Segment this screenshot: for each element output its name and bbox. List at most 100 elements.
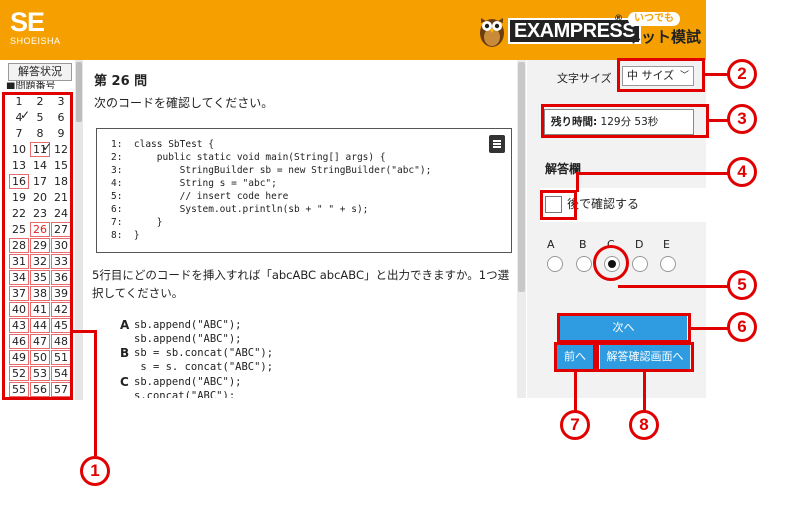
question-prompt: 5行目にどのコードを挿入すれば「abcABC abcABC」と出力できますか。1… xyxy=(92,268,510,300)
question-number-8[interactable]: 8 xyxy=(36,127,44,140)
annotation-box-1 xyxy=(2,92,73,400)
question-number-19[interactable]: 19 xyxy=(12,191,26,204)
question-number-29[interactable]: 29 xyxy=(30,238,50,253)
next-button[interactable]: 次へ xyxy=(560,316,687,340)
question-number-12[interactable]: 12 xyxy=(54,143,68,156)
brand-tagline: いつでも xyxy=(628,12,680,26)
question-number-28[interactable]: 28 xyxy=(9,238,29,253)
annotation-badge-1: 1 xyxy=(80,456,110,486)
question-number-5[interactable]: 5 xyxy=(36,111,44,124)
question-number-3[interactable]: 3 xyxy=(57,95,65,108)
question-number-21[interactable]: 21 xyxy=(54,191,68,204)
timer-label: 残り時間: xyxy=(551,116,598,128)
question-number-20[interactable]: 20 xyxy=(33,191,47,204)
choice-code-line: sb.append("ABC"); xyxy=(134,333,242,345)
annotation-connector-3 xyxy=(708,119,728,122)
question-number-46[interactable]: 46 xyxy=(9,334,29,349)
question-number-38[interactable]: 38 xyxy=(30,286,50,301)
question-number-56[interactable]: 56 xyxy=(30,382,50,397)
question-number-22[interactable]: 22 xyxy=(12,207,26,220)
choice-letter: B xyxy=(120,346,130,360)
question-number-25[interactable]: 25 xyxy=(12,223,26,236)
question-number-31[interactable]: 31 xyxy=(9,254,29,269)
annotation-box-3 xyxy=(541,104,709,138)
review-later-row xyxy=(540,188,706,222)
annotation-badge-2: 2 xyxy=(727,59,757,89)
review-later-label: 後で確認する xyxy=(567,197,640,211)
question-number-49[interactable]: 49 xyxy=(9,350,29,365)
code-line: 3: StringBuilder sb = new StringBuilder(… xyxy=(111,165,432,176)
question-number-2[interactable]: 2 xyxy=(36,95,44,108)
question-number-1[interactable]: 1 xyxy=(15,95,23,108)
brand-name: EXAMPRESS xyxy=(508,18,642,44)
option-letter: D xyxy=(635,238,644,251)
code-line: 1: class SbTest { xyxy=(111,139,214,150)
choice-letter: A xyxy=(120,318,130,332)
question-number-23[interactable]: 23 xyxy=(33,207,47,220)
question-number-47[interactable]: 47 xyxy=(30,334,50,349)
question-number-35[interactable]: 35 xyxy=(30,270,50,285)
option-letter: C xyxy=(607,238,615,251)
question-scroll-thumb[interactable] xyxy=(518,62,525,292)
document-icon[interactable] xyxy=(489,135,505,153)
annotation-connector-6 xyxy=(690,327,728,330)
question-number-24[interactable]: 24 xyxy=(54,207,68,220)
font-size-value: 中 サイズ xyxy=(627,69,675,82)
question-number-15[interactable]: 15 xyxy=(54,159,68,172)
choice-code-line: sb = sb.concat("ABC"); xyxy=(134,347,274,359)
code-line: 5: // insert code here xyxy=(111,191,289,202)
annotation-badge-3: 3 xyxy=(727,104,757,134)
question-number-43[interactable]: 43 xyxy=(9,318,29,333)
question-title: 第 26 問 xyxy=(94,74,148,89)
question-number-34[interactable]: 34 xyxy=(9,270,29,285)
remaining-time: 残り時間: 129分 53秒 xyxy=(544,109,694,135)
question-number-13[interactable]: 13 xyxy=(12,159,26,172)
question-number-10[interactable]: 10 xyxy=(12,143,26,156)
annotation-badge-4: 4 xyxy=(727,157,757,187)
question-pane: 第 26 問 次のコードを確認してください。 1: class SbTest {… xyxy=(90,60,517,398)
brand-logo: EXAMPRESS ® いつでも ネット模試 xyxy=(478,10,703,50)
question-sidebar: 解答状況 ■問題番号 12345678910111213141516171819… xyxy=(4,60,83,400)
question-number-53[interactable]: 53 xyxy=(30,366,50,381)
option-radio-a[interactable] xyxy=(547,256,563,272)
question-number-41[interactable]: 41 xyxy=(30,302,50,317)
logo-main-text: SE xyxy=(10,7,45,37)
question-number-37[interactable]: 37 xyxy=(9,286,29,301)
font-size-select[interactable]: 中 サイズ ﹀ xyxy=(622,66,694,86)
question-number-52[interactable]: 52 xyxy=(9,366,29,381)
review-later-checkbox[interactable] xyxy=(545,196,562,213)
question-number-40[interactable]: 40 xyxy=(9,302,29,317)
sidebar-scroll-thumb[interactable] xyxy=(76,62,82,122)
annotation-connector-1 xyxy=(94,330,97,456)
sidebar-scrollbar[interactable] xyxy=(75,60,83,400)
question-number-18[interactable]: 18 xyxy=(54,175,68,188)
option-radio-b[interactable] xyxy=(576,256,592,272)
prev-button[interactable]: 前へ xyxy=(557,345,593,369)
question-number-11[interactable]: 11 xyxy=(30,141,52,157)
answer-status-button[interactable]: 解答状況 xyxy=(8,63,72,81)
question-number-4[interactable]: 4 xyxy=(9,108,31,125)
annotation-box-6 xyxy=(557,313,691,343)
option-radio-d[interactable] xyxy=(632,256,648,272)
question-number-6[interactable]: 6 xyxy=(57,111,65,124)
question-number-32[interactable]: 32 xyxy=(30,254,50,269)
code-line: 2: public static void main(String[] args… xyxy=(111,152,386,163)
question-number-16[interactable]: 16 xyxy=(9,174,29,189)
question-number-44[interactable]: 44 xyxy=(30,318,50,333)
question-number-50[interactable]: 50 xyxy=(30,350,50,365)
answer-review-button[interactable]: 解答確認画面へ xyxy=(600,345,690,369)
question-number-9[interactable]: 9 xyxy=(57,127,65,140)
question-number-label: ■問題番号 xyxy=(6,81,56,89)
annotation-badge-8: 8 xyxy=(629,410,659,440)
question-number-17[interactable]: 17 xyxy=(33,175,47,188)
choice-code-line: s = s. concat("ABC"); xyxy=(134,361,274,373)
question-number-14[interactable]: 14 xyxy=(33,159,47,172)
question-number-55[interactable]: 55 xyxy=(9,382,29,397)
option-letter: E xyxy=(663,238,670,251)
question-number-7[interactable]: 7 xyxy=(15,127,23,140)
question-number-26[interactable]: 26 xyxy=(30,222,50,237)
option-radio-e[interactable] xyxy=(660,256,676,272)
annotation-box-5 xyxy=(593,245,629,281)
choice-letter: C xyxy=(120,375,129,389)
choice-code-line: sb.append("ABC"); xyxy=(134,319,242,331)
